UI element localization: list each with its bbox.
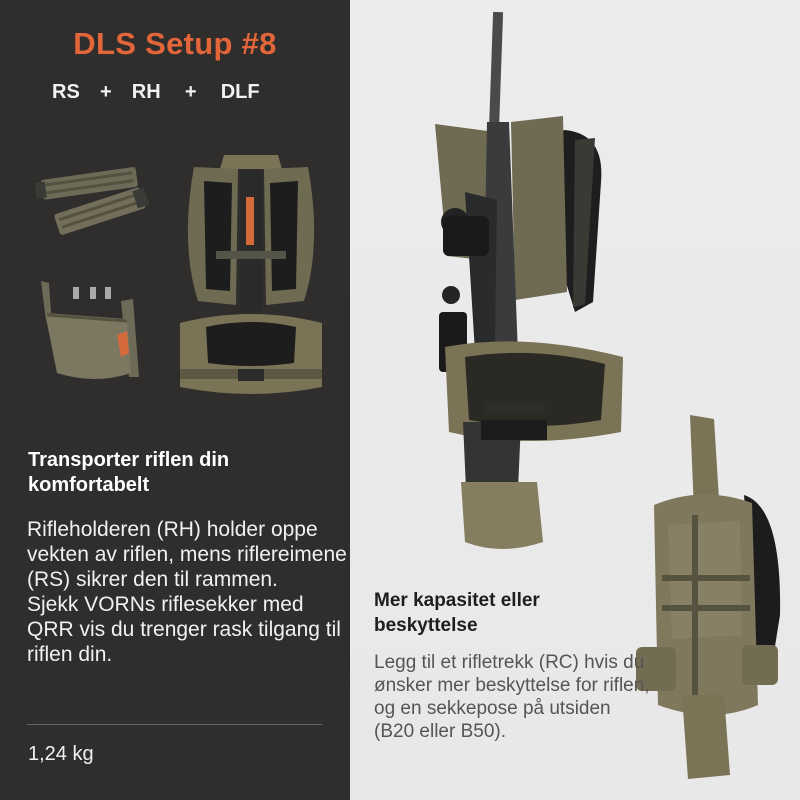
formula-plus: + [184,81,197,103]
left-paragraph: Sjekk VORNs riflesekker med QRR vis du t… [27,593,341,666]
divider [27,724,322,725]
weight-value: 1,24 kg [28,743,94,765]
component-formula: RS + RH + DLF [52,81,260,104]
formula-plus: + [99,81,112,103]
formula-item-dlf: DLF [220,81,260,103]
right-description: Legg til et rifletrekk (RC) hvis du ønsk… [374,652,650,742]
left-panel [0,0,350,800]
rifle-harness-main-image [435,11,623,549]
formula-item-rs: RS [52,81,80,103]
left-description: Rifleholderen (RH) holder oppe vekten av… [27,517,347,667]
page-title: DLS Setup #8 [73,26,277,61]
backpack-image [636,415,781,779]
rifle-straps-image [34,167,150,235]
right-heading: Mer kapasitet eller beskyttelse [374,590,540,636]
rifle-holder-image [41,281,139,379]
left-paragraph: Rifleholderen (RH) holder oppe vekten av… [27,518,347,591]
left-heading: Transporter riflen din komfortabelt [28,449,230,496]
dlf-frame-image [180,155,322,394]
formula-item-rh: RH [131,81,161,103]
